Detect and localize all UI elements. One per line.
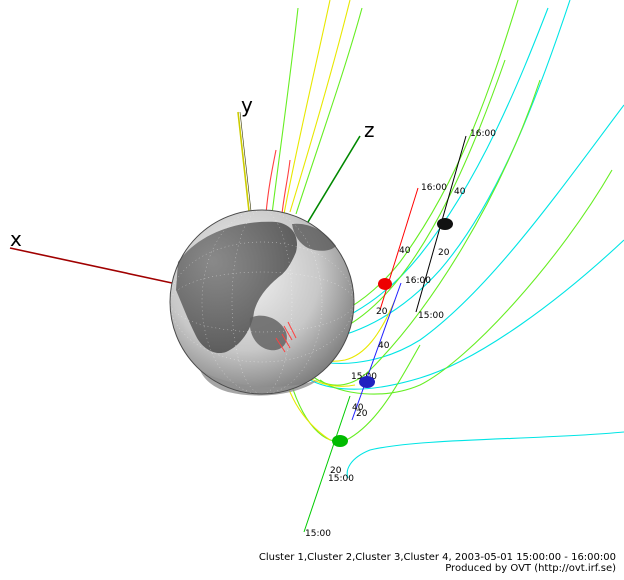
trajectory-black: 16:00 40 20 15:00	[415, 129, 496, 321]
red-tick-40: 40	[399, 246, 411, 256]
field-line-north-4	[295, 7, 363, 215]
green-tick-1500b: 15:00	[305, 529, 331, 539]
z-axis-line	[307, 135, 361, 223]
footer-caption: Cluster 1,Cluster 2,Cluster 3,Cluster 4,…	[259, 552, 616, 574]
black-tick-1600: 16:00	[470, 129, 496, 139]
field-line-cyan-3	[299, 104, 624, 364]
footer-line-1: Cluster 1,Cluster 2,Cluster 3,Cluster 4,…	[258, 552, 616, 563]
cluster-4-spacecraft[interactable]	[437, 218, 453, 230]
field-line-north-5	[265, 149, 277, 215]
earth-land-australia	[249, 315, 287, 351]
trajectory-red: 16:00 40 20	[376, 183, 447, 317]
footer-line-2: Produced by OVT (http://ovt.irf.se)	[445, 563, 616, 574]
earth-globe	[169, 209, 355, 396]
black-tick-1500: 15:00	[418, 311, 444, 321]
earth-land-arabia	[292, 223, 336, 251]
trajectory-green: 20 15:00 15:00	[303, 395, 354, 539]
earth-land-africa	[176, 221, 298, 354]
blue-tick-1600: 16:00	[405, 276, 431, 286]
blue-tick-40b: 40	[352, 403, 364, 413]
x-axis-line	[9, 247, 173, 284]
earth-shade	[169, 209, 355, 395]
red-tick-1600: 16:00	[421, 183, 447, 193]
y-axis-label: y	[241, 93, 253, 117]
red-tick-20: 20	[376, 307, 388, 317]
green-tick-1500: 15:00	[328, 474, 354, 484]
cluster-1-spacecraft[interactable]	[378, 278, 392, 290]
cluster-2-spacecraft[interactable]	[332, 435, 348, 447]
z-axis-label: z	[364, 118, 375, 142]
black-tick-20: 20	[438, 248, 450, 258]
field-line-cyan-5	[346, 431, 624, 479]
field-line-lime-5	[289, 344, 421, 442]
field-line-north-2	[283, 0, 331, 215]
earth-land-antarctica	[200, 370, 318, 396]
cluster-3-spacecraft[interactable]	[359, 376, 375, 388]
blue-tick-20: 20	[356, 409, 368, 419]
field-line-cyan-4	[309, 239, 624, 390]
blue-tick-40: 40	[378, 341, 390, 351]
x-axis-label: x	[10, 227, 22, 251]
field-line-north-6	[281, 159, 291, 215]
field-line-north-3	[289, 0, 351, 213]
field-lines	[265, 0, 624, 479]
trajectory-blue: 16:00 40 15:00 40 20	[351, 276, 431, 421]
field-line-lime-4	[319, 169, 613, 395]
field-line-north-1	[271, 7, 299, 215]
footprints	[275, 321, 297, 353]
black-tick-40: 40	[454, 187, 466, 197]
green-tick-20: 20	[330, 466, 342, 476]
